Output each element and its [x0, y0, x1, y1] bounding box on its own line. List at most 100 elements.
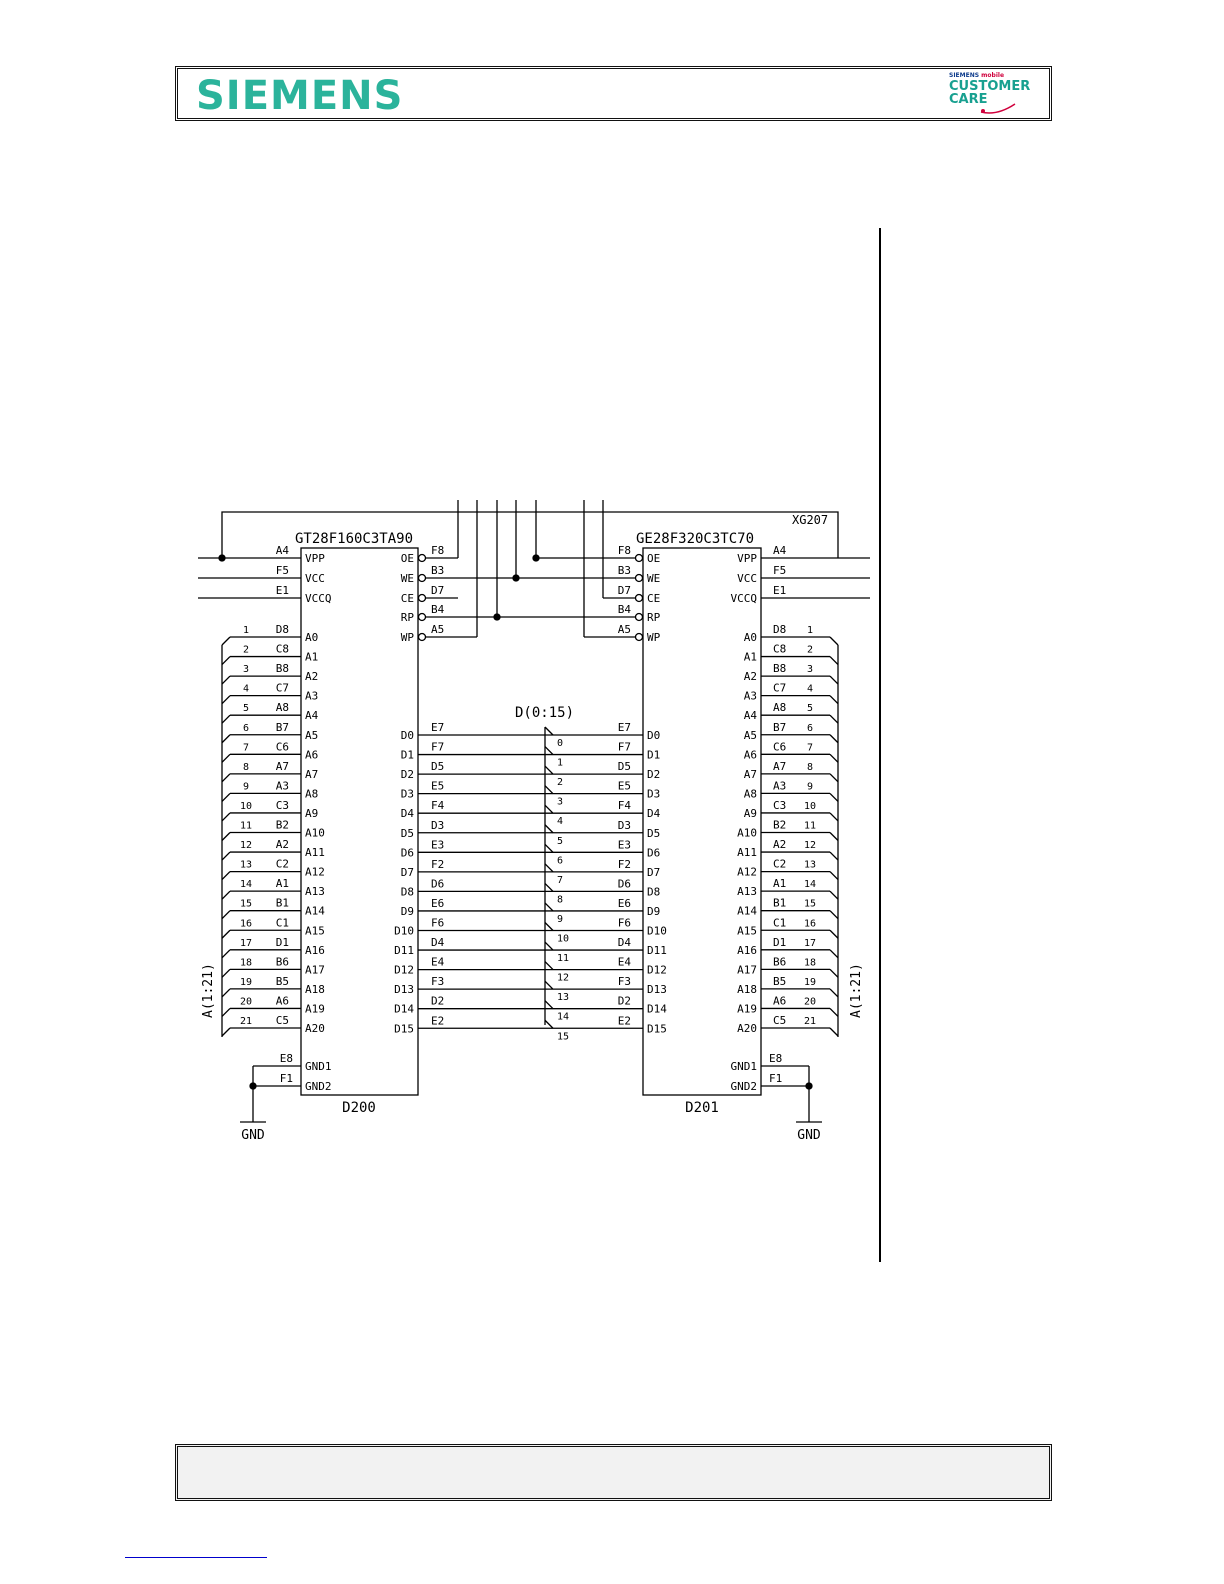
address-index: 7: [807, 742, 813, 753]
data-ball-label: E2: [431, 1014, 444, 1027]
address-pin-name: A0: [744, 631, 757, 644]
address-pin-name: A10: [737, 827, 757, 840]
address-index: 5: [243, 703, 249, 714]
data-pin-name: D9: [401, 905, 414, 918]
bus-entry: [221, 949, 231, 959]
bus-entry: [829, 968, 839, 978]
data-bus-index: 12: [557, 973, 569, 984]
data-pin-name: D7: [647, 866, 660, 879]
junction-dot: [805, 1082, 813, 1090]
address-index: 13: [804, 860, 816, 871]
data-pin-name: D1: [401, 749, 414, 762]
address-index: 9: [807, 781, 813, 792]
address-pin-name: A13: [737, 885, 757, 898]
bus-entry: [221, 890, 231, 900]
gnd-pin-name: GND1: [731, 1060, 758, 1073]
ctrl-ball-label: A5: [431, 623, 444, 636]
data-ball-label: E4: [431, 956, 445, 969]
address-ball-label: D8: [773, 623, 786, 636]
ctrl-ball-label: A5: [618, 623, 631, 636]
bus-entry: [829, 656, 839, 666]
data-ball-label: F4: [431, 799, 445, 812]
data-ball-label: E6: [618, 897, 631, 910]
data-pin-name: D6: [401, 846, 414, 859]
address-index: 15: [804, 899, 816, 910]
bus-entry: [829, 1007, 839, 1017]
bus-entry: [829, 773, 839, 783]
inverter-bubble: [417, 553, 427, 563]
bus-entry: [221, 851, 231, 861]
address-index: 2: [807, 645, 813, 656]
address-ball-label: A2: [773, 838, 786, 851]
ctrl-ball-label: F8: [431, 544, 444, 557]
connector-label: XG207: [792, 513, 828, 527]
data-ball-label: E3: [618, 838, 631, 851]
address-pin-name: A9: [305, 807, 318, 820]
data-bus-index: 3: [557, 797, 563, 808]
address-pin-name: A3: [744, 690, 757, 703]
inverter-bubble: [417, 632, 427, 642]
bus-entry: [544, 804, 554, 814]
bus-entry: [544, 843, 554, 853]
data-ball-label: F2: [618, 858, 631, 871]
bus-entry: [829, 890, 839, 900]
address-index: 16: [240, 918, 252, 929]
address-pin-name: A1: [744, 651, 757, 664]
data-bus-index: 10: [557, 934, 569, 945]
address-ball-label: A2: [276, 838, 289, 851]
bus-entry: [221, 871, 231, 881]
bus-entry: [829, 910, 839, 920]
data-ball-label: D2: [431, 995, 444, 1008]
data-pin-name: D8: [647, 885, 660, 898]
data-pin-name: D8: [401, 885, 414, 898]
address-index: 8: [243, 762, 249, 773]
data-pin-name: D2: [647, 768, 660, 781]
address-pin-name: A17: [737, 963, 757, 976]
address-index: 18: [240, 957, 252, 968]
address-pin-name: A3: [305, 690, 318, 703]
data-pin-name: D7: [401, 866, 414, 879]
gnd-pin-name: GND1: [305, 1060, 332, 1073]
bus-entry: [544, 980, 554, 990]
power-ball-label: F5: [773, 564, 786, 577]
address-index: 5: [807, 703, 813, 714]
ctrl-pin-name: WE: [401, 572, 414, 585]
customer-care-logo: SIEMENS mobile CUSTOMER CARE: [949, 72, 1035, 118]
ctrl-pin-name: WP: [401, 631, 415, 644]
bus-entry: [544, 785, 554, 795]
data-pin-name: D3: [401, 788, 414, 801]
gnd-ball-label: F1: [769, 1072, 782, 1085]
address-ball-label: C7: [773, 682, 786, 695]
address-pin-name: A9: [744, 807, 757, 820]
data-ball-label: D4: [431, 936, 445, 949]
data-ball-label: E3: [431, 838, 444, 851]
bus-entry: [544, 746, 554, 756]
address-ball-label: B7: [773, 721, 786, 734]
power-ball-label: E1: [773, 584, 786, 597]
data-ball-label: E4: [618, 956, 632, 969]
ctrl-ball-label: B4: [431, 603, 445, 616]
address-pin-name: A7: [305, 768, 318, 781]
page-margin-line: [879, 228, 881, 1262]
address-ball-label: A6: [276, 994, 289, 1007]
address-ball-label: A8: [276, 701, 289, 714]
data-pin-name: D1: [647, 749, 660, 762]
data-ball-label: D3: [618, 819, 631, 832]
care-logo-brand: SIEMENS: [949, 72, 980, 79]
address-index: 17: [240, 938, 252, 949]
bus-entry: [221, 695, 231, 705]
address-index: 1: [807, 625, 813, 636]
data-pin-name: D13: [647, 983, 667, 996]
power-ball-label: A4: [773, 544, 787, 557]
data-pin-name: D14: [394, 1003, 414, 1016]
bus-entry: [221, 1007, 231, 1017]
address-pin-name: A20: [737, 1022, 757, 1035]
ctrl-ball-label: D7: [431, 584, 444, 597]
bus-entry: [544, 1000, 554, 1010]
chip-body-d200: [300, 547, 419, 1096]
address-ball-label: A7: [773, 760, 786, 773]
bus-entry: [221, 792, 231, 802]
address-ball-label: C5: [276, 1014, 289, 1027]
address-pin-name: A4: [744, 709, 758, 722]
bus-entry: [829, 695, 839, 705]
